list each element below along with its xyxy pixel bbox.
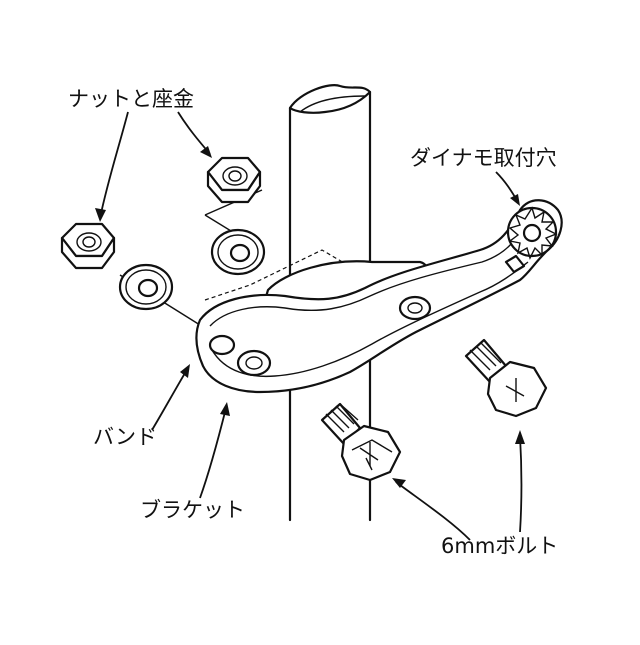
washer-right (210, 228, 266, 276)
label-band: バンド (93, 425, 158, 449)
label-6mm-bolt: 6mmボルト (441, 534, 559, 558)
bolt-center (320, 402, 402, 482)
leader-bolt-center (392, 478, 471, 541)
bolt-right (464, 338, 548, 418)
leader-bolt-right (515, 430, 525, 533)
leader-bracket (199, 402, 230, 499)
leader-band (151, 364, 190, 431)
label-dynamo-mount-hole: ダイナモ取付穴 (410, 146, 557, 170)
guide-dashed-line (204, 249, 431, 311)
leader-dynamo-hole (495, 171, 520, 206)
dynamo-mount-hole (504, 206, 558, 274)
label-bracket: ブラケット (140, 498, 245, 522)
leader-nut-left (95, 111, 129, 222)
leader-nut-top (177, 111, 212, 158)
washer-left (118, 263, 174, 311)
nut-top (206, 156, 262, 204)
label-nut-and-washer: ナットと座金 (68, 87, 194, 111)
nut-left (60, 222, 116, 270)
